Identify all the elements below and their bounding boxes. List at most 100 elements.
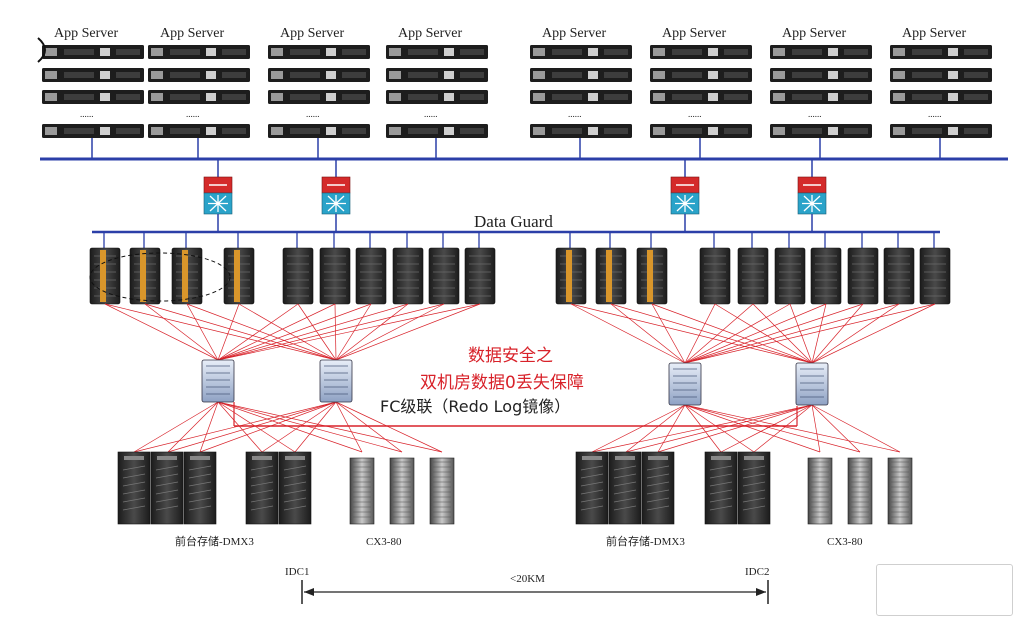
- database-server: [737, 232, 769, 305]
- storage-link: [133, 401, 219, 453]
- storage-link: [294, 401, 337, 453]
- san-link: [217, 303, 481, 361]
- app-server-unit: [386, 124, 488, 138]
- dmx3-storage-bay: [150, 451, 184, 525]
- san-link: [104, 303, 219, 361]
- database-server: [555, 232, 587, 305]
- storage-link: [811, 404, 821, 453]
- app-server-unit: [148, 45, 250, 59]
- san-link: [684, 303, 791, 364]
- storage-link: [217, 401, 263, 453]
- app-server-unit: [148, 124, 250, 138]
- app-server-unit: [770, 90, 872, 104]
- dmx3-storage-bay: [608, 451, 642, 525]
- app-server-unit: [650, 90, 752, 104]
- router-icon: [797, 176, 827, 215]
- san-link: [217, 303, 409, 361]
- cx3-80-storage: [807, 457, 833, 525]
- storage-link: [684, 404, 755, 453]
- database-server: [355, 232, 387, 305]
- app-server-label: App Server: [160, 26, 224, 41]
- storage-link: [335, 401, 403, 453]
- san-link: [684, 303, 716, 364]
- router-icon: [670, 176, 700, 215]
- app-server-unit: [650, 124, 752, 138]
- app-server-unit: [890, 90, 992, 104]
- app-server-unit: [386, 68, 488, 82]
- san-switch: [668, 362, 702, 406]
- san-link: [217, 303, 445, 361]
- fc-cascade-label: FC级联（Redo Log镜像）: [380, 397, 570, 416]
- storage-link: [199, 401, 337, 453]
- app-server-unit: [386, 90, 488, 104]
- app-server-unit: [530, 45, 632, 59]
- san-link: [651, 303, 813, 364]
- app-server-unit: [890, 124, 992, 138]
- san-switch: [795, 362, 829, 406]
- san-link: [684, 303, 936, 364]
- storage-link: [133, 401, 337, 453]
- storage-link: [261, 401, 337, 453]
- app-server-unit: [42, 124, 144, 138]
- dmx3-storage-bay: [704, 451, 738, 525]
- storage-link: [335, 401, 363, 453]
- storage-link: [753, 404, 813, 453]
- storage-link: [625, 404, 686, 453]
- server-ellipsis: ......: [80, 109, 94, 119]
- cx3-80-storage: [349, 457, 375, 525]
- san-link: [684, 303, 827, 364]
- san-link: [335, 303, 481, 361]
- san-link: [684, 303, 754, 364]
- storage-cx3-label-right: CX3-80: [827, 536, 863, 548]
- database-server: [282, 232, 314, 305]
- app-server-unit: [42, 45, 144, 59]
- server-ellipsis: ......: [424, 109, 438, 119]
- san-link: [610, 303, 813, 364]
- database-server: [774, 232, 806, 305]
- san-link: [186, 303, 337, 361]
- idc1-label: IDC1: [285, 566, 309, 578]
- san-link: [610, 303, 686, 364]
- app-server-unit: [770, 124, 872, 138]
- dmx3-storage-bay: [278, 451, 312, 525]
- app-server-unit: [42, 68, 144, 82]
- storage-cx3-label-left: CX3-80: [366, 536, 402, 548]
- san-link: [570, 303, 813, 364]
- app-server-unit: [650, 45, 752, 59]
- san-link: [217, 303, 299, 361]
- selection-dashed-outline: [89, 252, 231, 302]
- app-server-unit: [268, 90, 370, 104]
- database-server: [699, 232, 731, 305]
- app-server-unit: [770, 68, 872, 82]
- router-icon: [203, 176, 233, 215]
- database-server: [392, 232, 424, 305]
- san-switch: [319, 359, 353, 403]
- storage-link: [591, 404, 686, 453]
- san-link: [684, 303, 900, 364]
- san-link: [335, 303, 445, 361]
- storage-link: [684, 404, 861, 453]
- storage-link: [720, 404, 813, 453]
- san-link: [144, 303, 337, 361]
- san-link: [186, 303, 219, 361]
- app-server-unit: [530, 90, 632, 104]
- app-server-unit: [268, 124, 370, 138]
- cx3-80-storage: [887, 457, 913, 525]
- san-link: [811, 303, 827, 364]
- storage-link: [684, 404, 722, 453]
- san-link: [217, 303, 336, 361]
- storage-link: [811, 404, 901, 453]
- storage-link: [591, 404, 813, 453]
- idc2-label: IDC2: [745, 566, 769, 578]
- san-switch: [201, 359, 235, 403]
- cx3-80-storage: [847, 457, 873, 525]
- database-server: [464, 232, 496, 305]
- san-link: [684, 303, 864, 364]
- server-ellipsis: ......: [928, 109, 942, 119]
- app-server-unit: [530, 68, 632, 82]
- san-link: [104, 303, 337, 361]
- san-link: [238, 303, 337, 361]
- san-link: [217, 303, 240, 361]
- san-link: [811, 303, 936, 364]
- dmx3-storage-bay: [737, 451, 771, 525]
